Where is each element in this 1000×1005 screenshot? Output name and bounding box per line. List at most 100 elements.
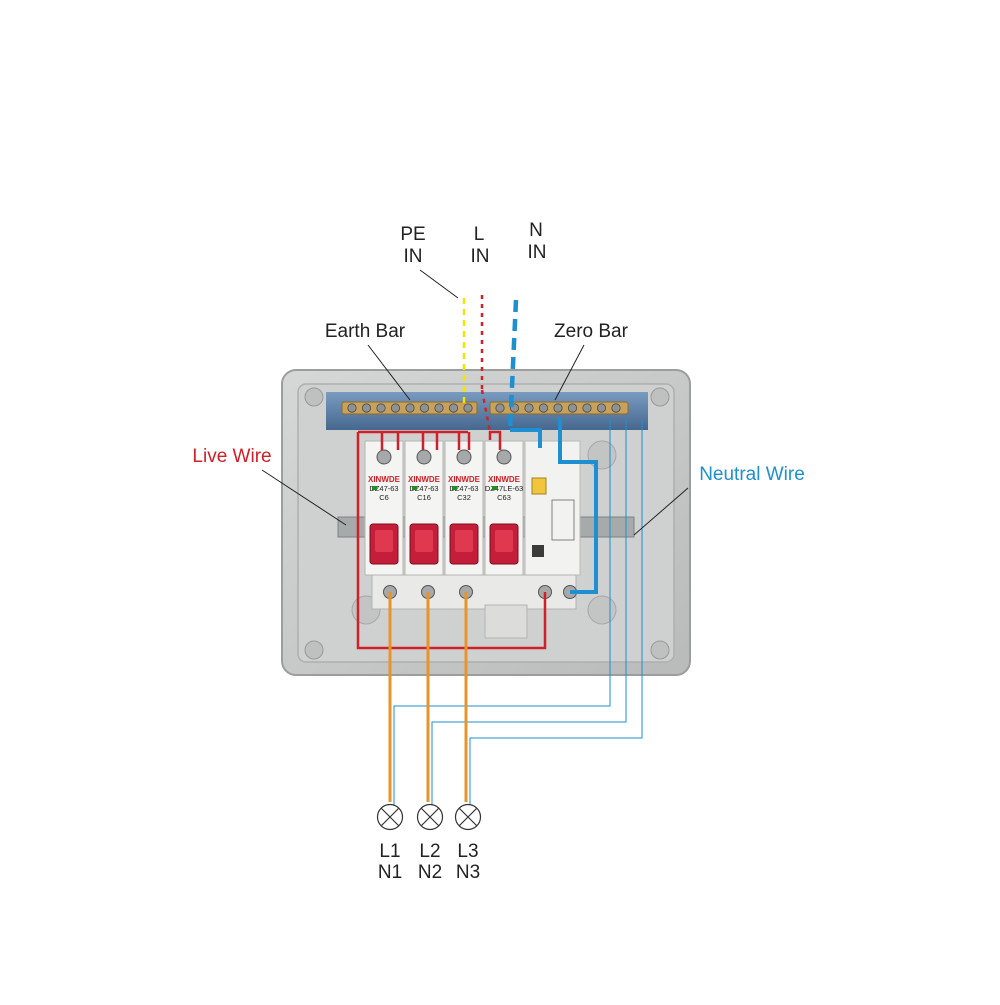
corner-screw-icon [650, 387, 670, 407]
load-neutral-label: N3 [456, 862, 480, 883]
breaker-indicator [492, 486, 497, 490]
bus-screw-icon [596, 403, 607, 413]
input-labels: PE IN L IN N IN [400, 220, 546, 267]
corner-screw-icon [304, 387, 324, 407]
bus-screw-icon [405, 403, 415, 413]
breaker-indicator [372, 486, 377, 490]
neutral-line-n3 [469, 420, 643, 805]
bus-screw-icon [448, 403, 459, 413]
breaker-toggle-face [495, 530, 513, 552]
neutral-line-n2 [431, 420, 627, 805]
zero-bar-screws [495, 403, 621, 413]
pe-leader-line [419, 269, 459, 299]
breaker-toggle-face [455, 530, 473, 552]
pe-in-label-2: IN [404, 246, 423, 267]
zero-bar [489, 401, 629, 415]
bus-screw-icon [347, 403, 357, 413]
terminal-screw-icon [496, 449, 512, 465]
neutral-input-wire [507, 299, 519, 431]
rcd-test-button[interactable] [531, 477, 547, 495]
breaker-model: DZ47-63 [449, 484, 478, 493]
lamp-icon [416, 803, 444, 831]
live-input-drop [480, 389, 492, 433]
neutral-rcd-feed [510, 428, 542, 448]
live-bridge-wires [380, 432, 471, 450]
neutral-line-n1 [393, 420, 611, 805]
bus-screw-icon [567, 403, 578, 413]
bus-screw-icon [376, 403, 386, 413]
terminal-screw-icon [416, 449, 432, 465]
breaker-brand: XINWDE [408, 475, 441, 484]
load-neutral-label: N1 [378, 862, 402, 883]
breaker-model: DZ47-63 [409, 484, 438, 493]
zero-bar-label: Zero Bar [554, 321, 629, 342]
terminal-screw-icon [376, 449, 392, 465]
load-line-label: L2 [419, 841, 440, 862]
neutral-load-lines [393, 420, 643, 805]
bus-screw-icon [390, 403, 401, 413]
breaker-brand: XINWDE [488, 475, 521, 484]
earth-bar-screws [347, 403, 473, 413]
pe-in-label-1: PE [400, 224, 425, 245]
breaker-rating: C6 [379, 493, 389, 502]
bus-screw-icon [495, 403, 505, 413]
breaker-model: DZ47-63 [369, 484, 398, 493]
breaker-brand: XINWDE [448, 475, 481, 484]
live-wire-label: Live Wire [192, 446, 271, 467]
live-loop-wire [356, 432, 547, 650]
load-lamps [376, 803, 482, 831]
rcd-schematic [551, 499, 575, 541]
breaker-indicator [412, 486, 417, 490]
rcd-lower-module [484, 604, 528, 639]
breaker-indicator [452, 486, 457, 490]
bus-screw-icon [361, 403, 372, 413]
rcd-indicator [532, 545, 544, 557]
bus-screw-icon [538, 403, 549, 413]
breaker-brand: XINWDE [368, 475, 401, 484]
live-wire-leader-line [261, 469, 347, 526]
bus-screw-icon [463, 403, 473, 413]
breaker-toggle-face [415, 530, 433, 552]
breaker-model: DZ47LE-63 [485, 484, 523, 493]
breaker-toggle-face [375, 530, 393, 552]
bus-screw-icon [419, 403, 430, 413]
n-in-label-2: IN [528, 242, 547, 263]
breaker-rating: C16 [417, 493, 431, 502]
earth-bar-leader-line [367, 344, 411, 401]
neutral-wire-leader-line [633, 487, 689, 536]
neutral-wire-label: Neutral Wire [699, 464, 805, 485]
load-line-label: L3 [457, 841, 478, 862]
live-rcd-link [488, 430, 502, 450]
bus-screw-icon [553, 403, 563, 413]
breaker-rating: C63 [497, 493, 511, 502]
n-in-label-1: N [529, 220, 543, 241]
bus-screw-icon [524, 403, 534, 413]
load-line-label: L1 [379, 841, 400, 862]
zero-bar-leader-line [554, 344, 585, 401]
corner-screw-icon [650, 640, 670, 660]
neutral-rcd-return [558, 418, 598, 594]
mounting-boss-icon [587, 595, 617, 625]
corner-screw-icon [304, 640, 324, 660]
terminal-screw-icon [456, 449, 472, 465]
live-wiring [356, 295, 547, 650]
l-in-label-1: L [474, 224, 485, 245]
leader-lines [261, 269, 689, 536]
bus-screw-icon [434, 403, 444, 413]
breaker-rating: C32 [457, 493, 471, 502]
bus-screw-icon [582, 403, 592, 413]
earth-bar-label: Earth Bar [325, 321, 406, 342]
earth-bar [341, 401, 478, 415]
lamp-icon [454, 803, 482, 831]
load-wiring [388, 592, 468, 802]
bus-screw-icon [611, 403, 621, 413]
neutral-wiring [507, 299, 598, 594]
load-neutral-label: N2 [418, 862, 442, 883]
l-in-label-2: IN [471, 246, 490, 267]
